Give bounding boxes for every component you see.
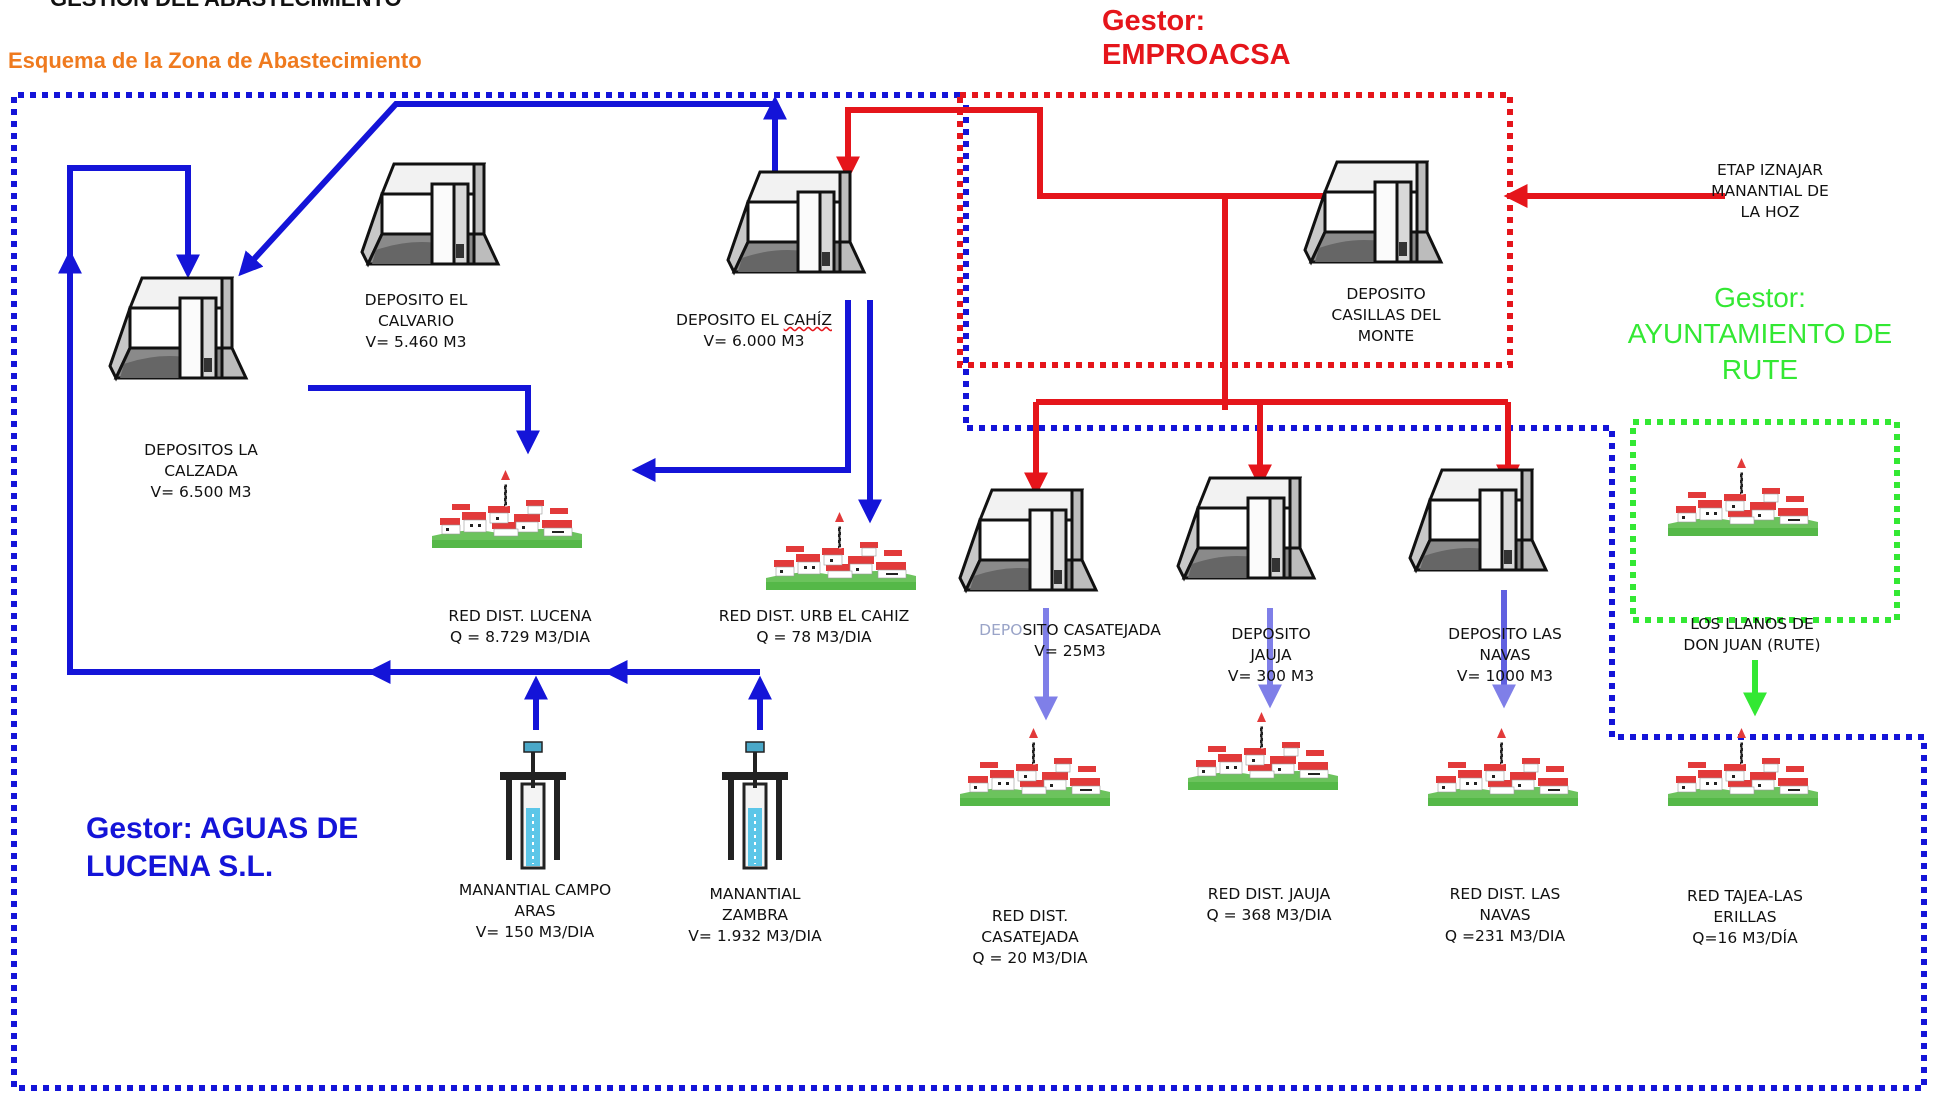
aguas-lucena-boundary [11, 92, 1927, 1091]
section-title: GESTIÓN DEL ABASTECIMIENTO [50, 0, 402, 12]
flow-calzada-to-lucena [308, 385, 540, 455]
label-casatejada: DEPOSITO CASATEJADA V= 25M3 [979, 621, 1161, 660]
flow-top-to-calzada [238, 101, 775, 277]
town-navas-icon [1427, 727, 1579, 807]
spring-campo-aras-icon [498, 740, 568, 870]
tank-calzada-icon [108, 276, 248, 380]
town-casatejada-icon [959, 727, 1111, 807]
tank-cahiz-icon [726, 170, 866, 274]
manager-rute: Gestor: AYUNTAMIENTO DE RUTE [1627, 282, 1893, 385]
spring-zambra-icon [720, 740, 790, 870]
flow-loop-to-calzada [67, 165, 200, 279]
rute-boundary [1630, 419, 1900, 623]
tank-calvario-icon [360, 162, 500, 266]
tank-casatejada-icon [958, 488, 1098, 592]
flow-cahiz-to-lucena [631, 300, 851, 482]
town-jauja-icon [1187, 711, 1339, 791]
scheme-title: Esquema de la Zona de Abastecimiento [8, 48, 422, 73]
tank-jauja-icon [1176, 476, 1316, 580]
manager-emproacsa: Gestor: EMPROACSA [1102, 5, 1291, 71]
label-cahiz: DEPOSITO EL CAHÍZ V= 6.000 M3 [676, 311, 832, 350]
town-lucena-icon [431, 469, 583, 549]
town-cahiz-icon [765, 511, 917, 591]
flow-casillas-to-cahiz [836, 107, 1350, 199]
tank-navas-icon [1408, 468, 1548, 572]
town-llanos-icon [1667, 457, 1819, 537]
tank-casillas-icon [1303, 160, 1443, 264]
manager-aguas-lucena: Gestor: AGUAS DE LUCENA S.L. [86, 812, 359, 883]
emproacsa-boundary [957, 92, 1513, 368]
